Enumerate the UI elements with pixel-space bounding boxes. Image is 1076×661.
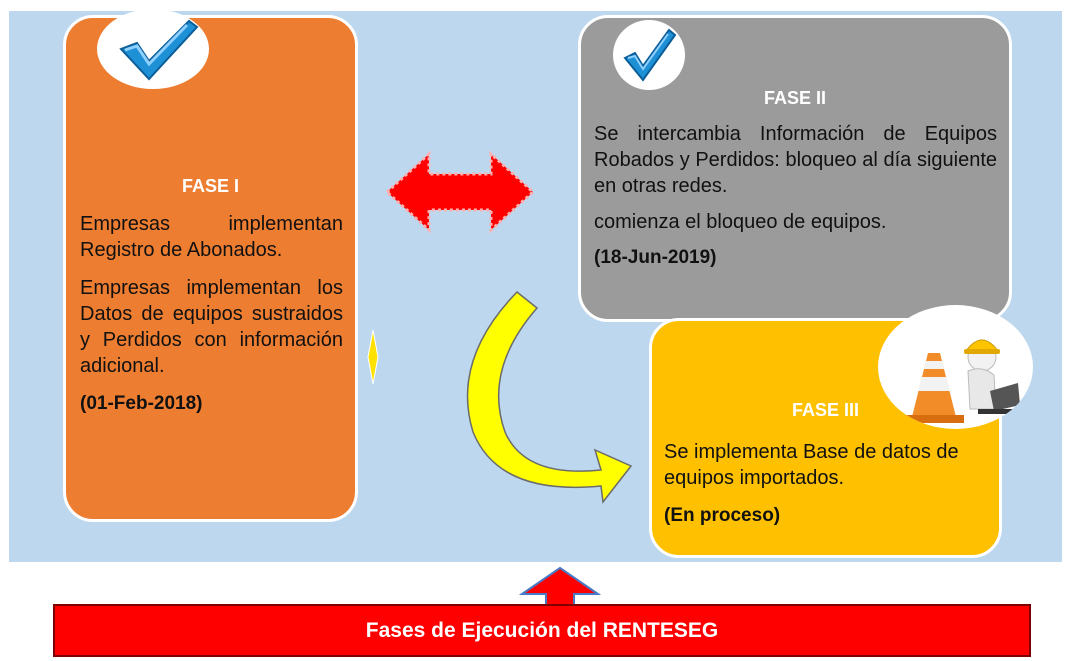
checkmark-icon [623, 28, 677, 82]
fase-1-title: FASE I [181, 176, 239, 196]
fase-1-card: FASE I Empresas implementan Registro de … [63, 15, 358, 522]
phases-banner: Fases de Ejecución del RENTESEG [53, 604, 1031, 657]
fase-3-icon-badge [878, 305, 1033, 429]
fase-2-content: Se intercambia Información de Equipos Ro… [594, 121, 997, 271]
bidirectional-arrow [384, 150, 536, 234]
fase-3-paragraph-1: Se implementa Base de datos de equipos i… [664, 441, 959, 489]
fase-1-paragraph-2: Empresas implementan los Datos de equipo… [80, 277, 343, 377]
fase-1-paragraph-1: Empresas implementan Registro de Abonado… [80, 213, 343, 261]
fase-3-title: FASE III [791, 400, 860, 420]
curved-arrow [466, 290, 633, 504]
construction-worker-icon [904, 339, 1024, 423]
fase-3-content: Se implementa Base de datos de equipos i… [664, 439, 987, 529]
fase-3-date: (En proceso) [664, 505, 781, 526]
fase-2-icon-badge [613, 20, 685, 90]
fase-2-date: (18-Jun-2019) [594, 247, 717, 268]
fase-1-date: (01-Feb-2018) [80, 393, 203, 414]
fase-2-title: FASE II [763, 88, 826, 108]
banner-label: Fases de Ejecución del RENTESEG [365, 618, 719, 642]
checkmark-icon [119, 19, 199, 81]
fase-1-content: Empresas implementan Registro de Abonado… [80, 211, 343, 417]
fase-1-icon-badge [97, 9, 209, 89]
fase-2-paragraph-2: comienza el bloqueo de equipos. [594, 211, 887, 233]
diamond-marker [367, 329, 379, 385]
fase-2-paragraph-1: Se intercambia Información de Equipos Ro… [594, 123, 997, 197]
